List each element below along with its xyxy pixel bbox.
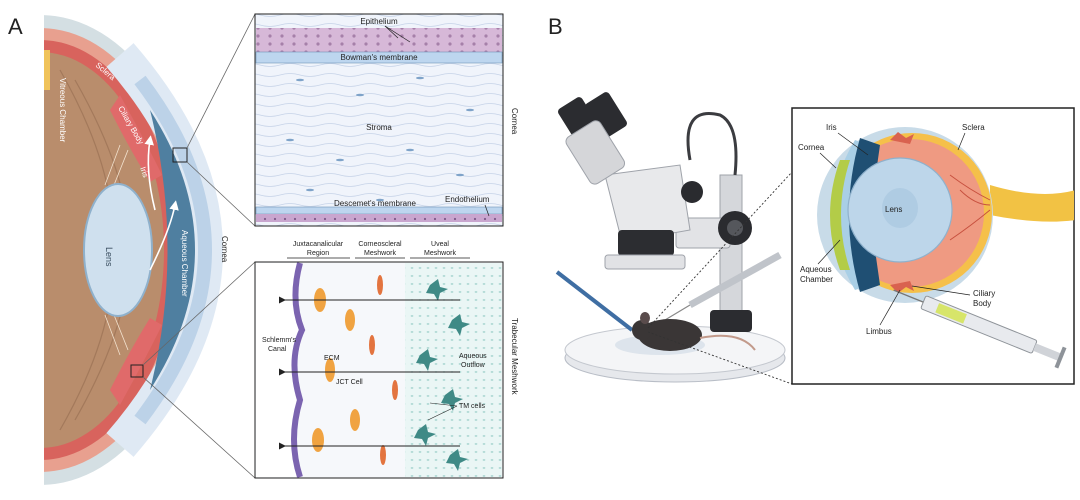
tm-zoom-box [130,364,144,378]
tm-label-juxta-2: Region [307,250,329,257]
eye-label-lens: Lens [104,247,114,267]
cornea-inset [254,13,504,227]
mouse-label-lens: Lens [885,205,902,214]
mouse-label-ciliary-1: Ciliary [973,289,995,298]
mouse-label-iris: Iris [826,123,837,132]
tm-label-outflow-1: Aqueous [459,353,487,360]
tm-label-jct: JCT Cell [336,379,363,386]
tm-label-schlemm-1: Schlemm's [262,337,297,344]
mouse-eye-illustration [817,127,1074,369]
tm-side-label: Trabecular Meshwork [510,318,519,396]
mouse-label-limbus: Limbus [866,327,892,336]
tm-label-schlemm-2: Canal [268,346,287,353]
tm-label-outflow-2: Outflow [461,362,486,369]
panel-label-b: B [548,14,563,39]
cornea-label-descemet: Descemet's membrane [334,199,417,208]
tm-label-corneo-1: Corneoscleral [358,241,402,248]
tm-label-ecm: ECM [324,355,340,362]
cornea-side-label: Cornea [510,108,519,135]
tm-label-uveal-2: Meshwork [424,250,456,257]
eye-label-aqueous: Aqueous Chamber [180,230,189,297]
cornea-label-stroma: Stroma [366,123,392,132]
mouse-label-aqueous-2: Chamber [800,275,833,284]
microscope-illustration [555,92,786,383]
cornea-zoom-box [172,147,188,163]
eye-label-vitreous: Vitreous Chamber [58,78,67,143]
eye-cross-section [44,15,223,485]
mouse-label-sclera: Sclera [962,123,985,132]
cornea-label-bowman: Bowman's membrane [340,53,418,62]
tm-label-uveal-1: Uveal [431,241,449,248]
mouse-label-cornea: Cornea [798,143,825,152]
cornea-label-epithelium: Epithelium [360,17,398,26]
panel-label-a: A [8,14,23,39]
mouse-label-aqueous-1: Aqueous [800,265,832,274]
eye-label-iris: Iris [138,166,150,179]
cornea-label-endothelium: Endothelium [445,195,490,204]
tm-inset [254,257,504,479]
eye-label-cornea: Cornea [220,236,229,263]
tm-label-tm-cells: TM cells [459,403,486,410]
tm-label-corneo-2: Meshwork [364,250,396,257]
mouse-label-ciliary-2: Body [973,299,991,308]
tm-label-juxta-1: Juxtacanalicular [293,241,344,248]
